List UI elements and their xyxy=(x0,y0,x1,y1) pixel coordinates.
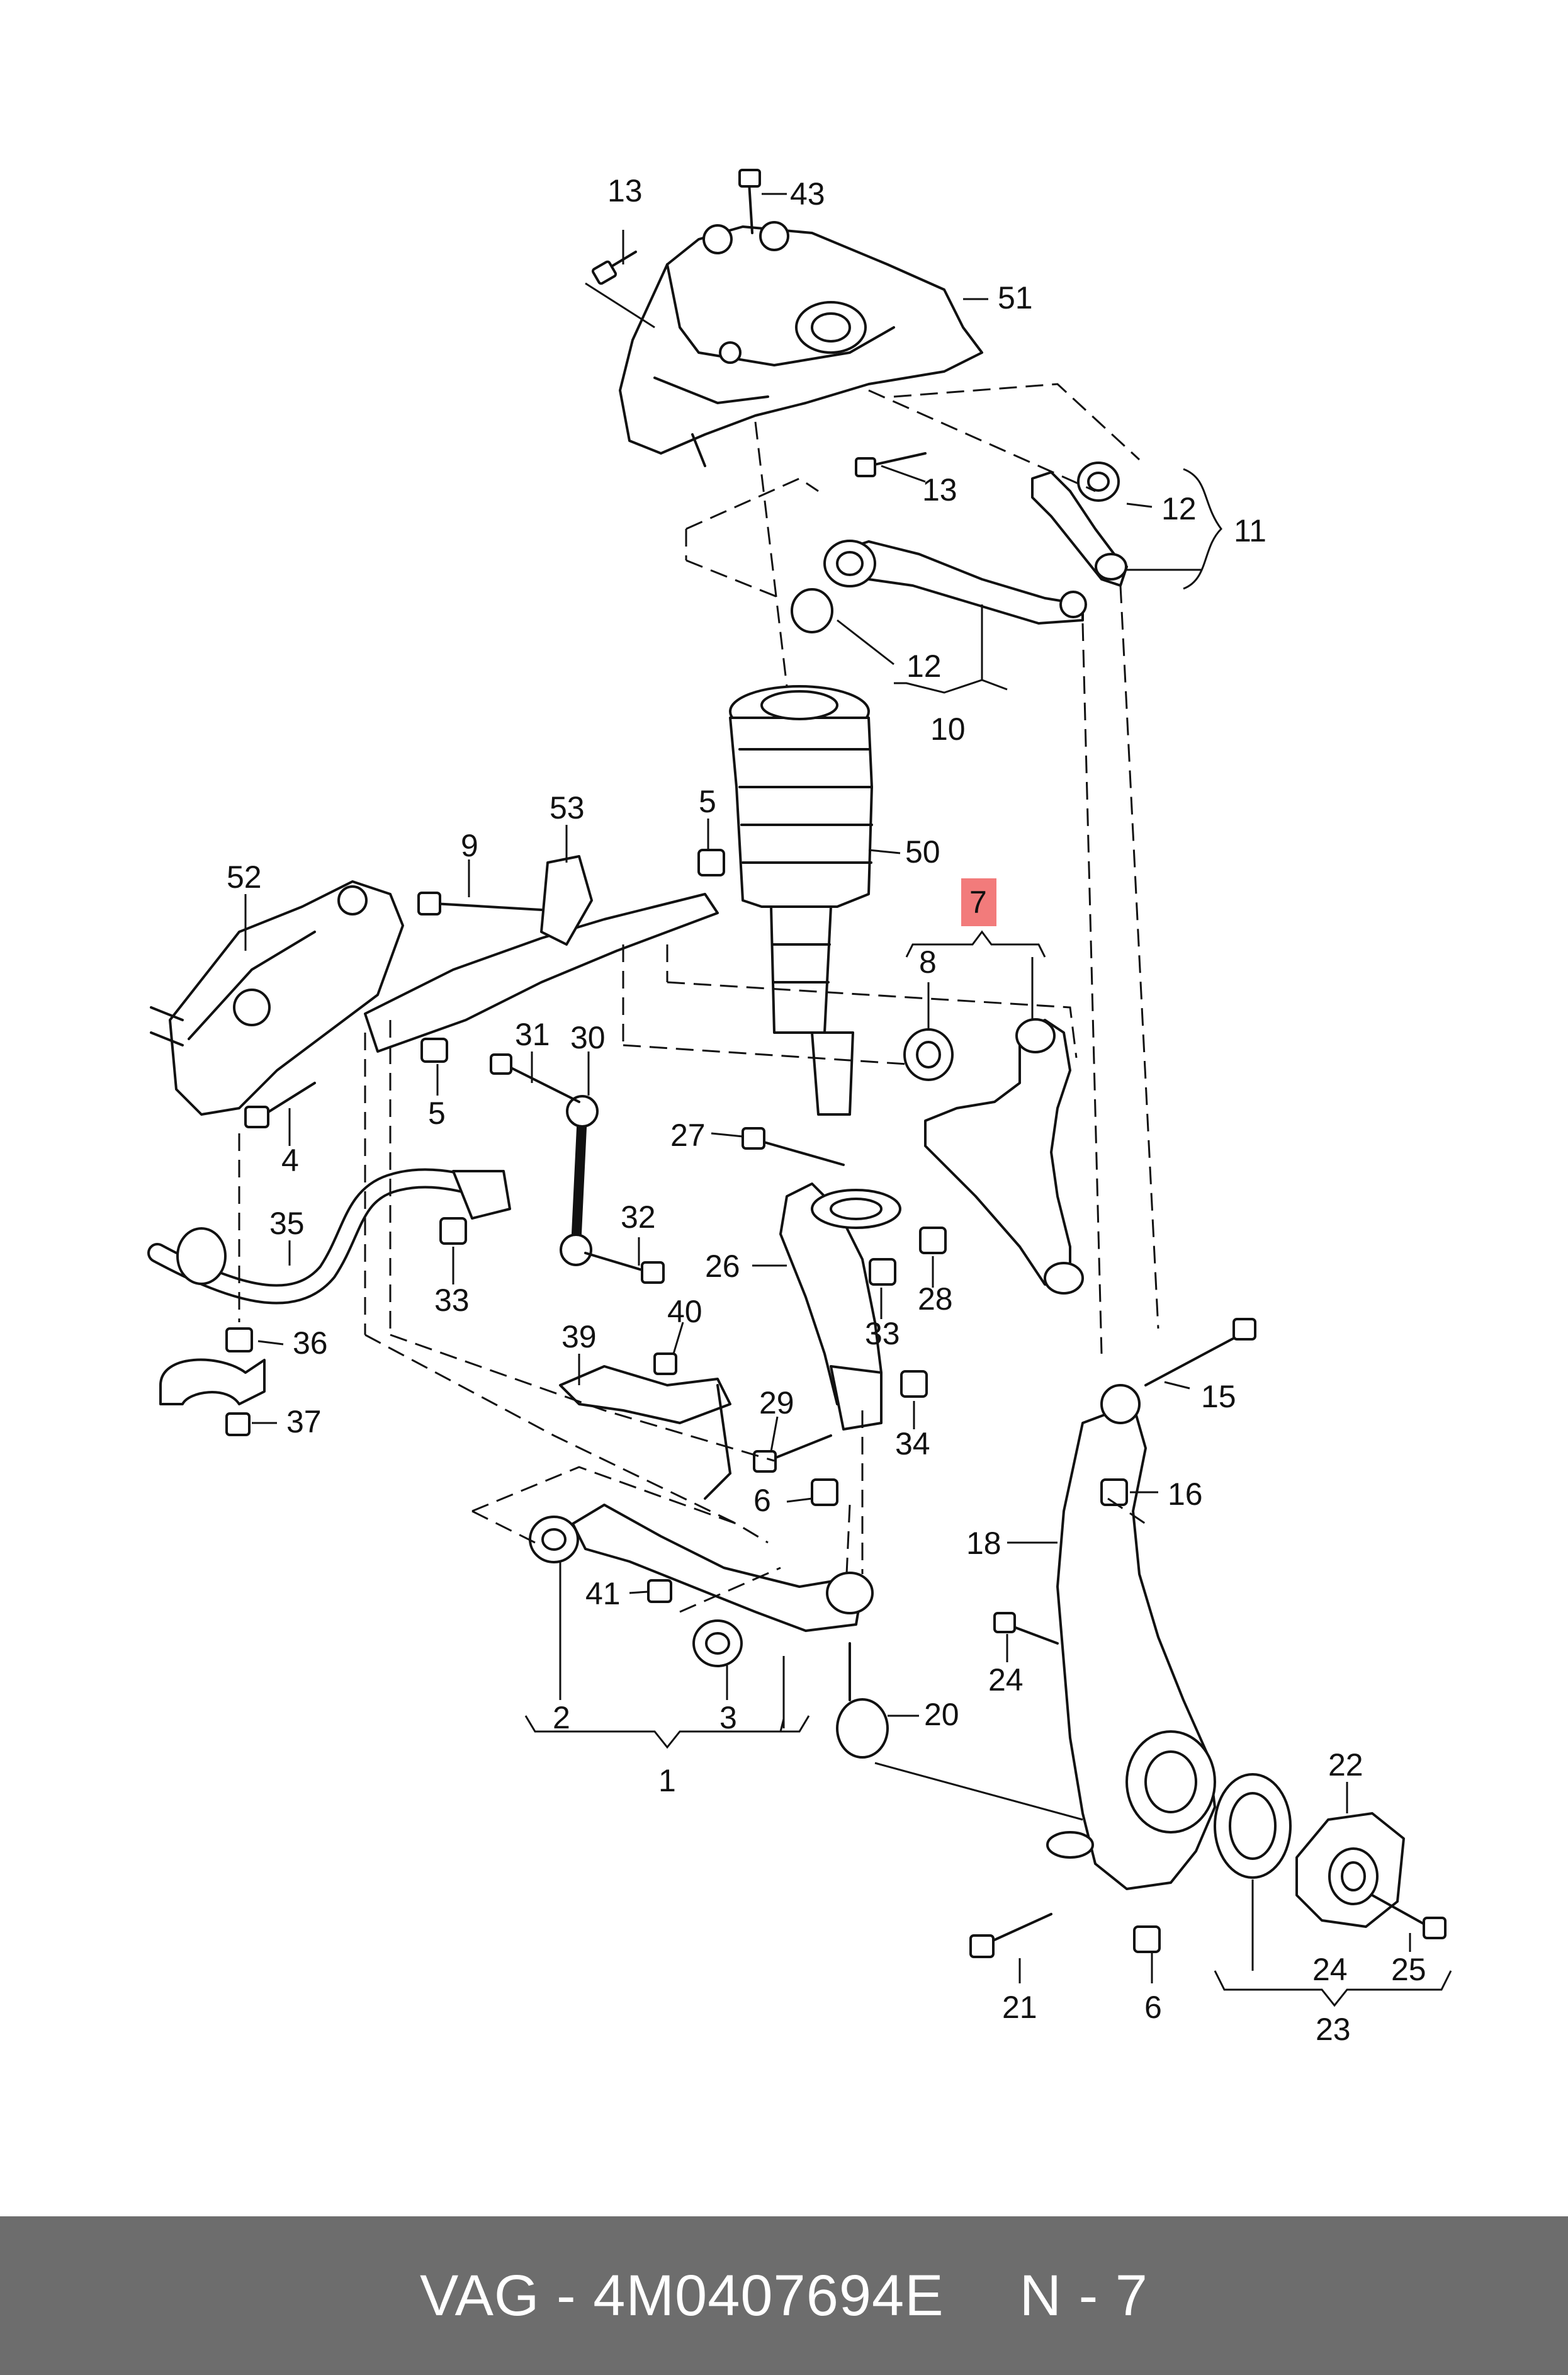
callout-label: 10 xyxy=(930,711,966,747)
callout-label: 6 xyxy=(1144,1990,1162,2025)
footer-bar: VAG - 4M0407694E N - 7 xyxy=(0,2216,1568,2375)
callout-label: 33 xyxy=(865,1316,900,1351)
callout-label: 40 xyxy=(667,1294,702,1329)
callout-label: 13 xyxy=(607,173,643,208)
callout-label: 24 xyxy=(988,1662,1024,1698)
callout-labels: 43 13 51 13 12 11 12 10 53 5 50 9 52 7 8… xyxy=(227,173,1426,2047)
level-sender-39 xyxy=(559,1365,731,1500)
bolt-9 xyxy=(417,892,543,915)
callout-label: 30 xyxy=(570,1020,606,1055)
air-strut-50 xyxy=(729,685,873,1116)
callout-label: 26 xyxy=(705,1249,740,1284)
nut-6-center xyxy=(811,1478,838,1506)
callout-label: 1 xyxy=(658,1763,676,1798)
highlight-badge-7 xyxy=(961,878,996,926)
callout-label: 11 xyxy=(1234,513,1266,548)
callout-label: 8 xyxy=(919,944,937,980)
fork-26 xyxy=(779,1182,901,1431)
strut-mount-51 xyxy=(619,221,983,467)
nut-6-bottom xyxy=(1133,1925,1161,1953)
callout-label: 36 xyxy=(293,1325,328,1361)
callout-label: 34 xyxy=(895,1426,930,1461)
callout-label: 21 xyxy=(1002,1990,1037,2025)
callout-label: 3 xyxy=(719,1700,737,1735)
callout-label: 23 xyxy=(1316,2012,1351,2047)
nut-5-mid xyxy=(420,1038,448,1063)
assembly-dashed-lines xyxy=(238,383,1159,1613)
leader-lines xyxy=(244,193,1452,2007)
callout-label: 51 xyxy=(998,280,1033,315)
callout-label: 20 xyxy=(924,1697,959,1732)
wheel-hub-22 xyxy=(1295,1812,1405,1928)
bolt-29 xyxy=(753,1434,832,1473)
callout-label: 4 xyxy=(281,1143,299,1178)
bolt-32 xyxy=(584,1252,665,1284)
callout-label: 12 xyxy=(906,649,942,684)
bolt-21 xyxy=(969,1913,1052,1958)
bolt-25 xyxy=(1371,1894,1447,1939)
lower-arm-7 xyxy=(903,1018,1084,1295)
callout-label: 28 xyxy=(918,1281,953,1317)
upper-arm-11 xyxy=(1031,462,1128,587)
callout-label: 39 xyxy=(561,1319,597,1354)
callout-label: 50 xyxy=(905,834,940,870)
stabilizer-bar-35 xyxy=(147,1168,511,1305)
callout-label: 16 xyxy=(1168,1477,1203,1512)
cross-member-53 xyxy=(364,855,719,1053)
callout-label: 29 xyxy=(759,1385,794,1420)
wheel-bearing-24 xyxy=(1214,1773,1292,1879)
callout-label: 43 xyxy=(790,176,825,212)
bolt-24-small xyxy=(993,1612,1059,1645)
nut-41 xyxy=(647,1579,672,1603)
callout-label: 22 xyxy=(1328,1747,1363,1783)
callout-label: 18 xyxy=(966,1526,1001,1561)
ball-joint-20 xyxy=(836,1642,889,1759)
coupling-rod-30 xyxy=(560,1095,599,1266)
nut-5-top xyxy=(697,849,725,876)
nut-33-center xyxy=(869,1258,896,1286)
bolt-40 xyxy=(653,1352,677,1375)
page-indicator: N - 7 xyxy=(1019,2263,1148,2328)
steering-knuckle-18 xyxy=(1046,1384,1216,1890)
bolt-37 xyxy=(225,1412,251,1436)
callout-label: 41 xyxy=(585,1576,621,1611)
callout-label: 2 xyxy=(553,1700,570,1735)
callout-label: 31 xyxy=(515,1017,550,1052)
callout-label: 9 xyxy=(461,828,478,863)
callout-label: 35 xyxy=(269,1206,305,1241)
upper-arm-10 xyxy=(791,540,1087,633)
nut-34 xyxy=(900,1370,928,1398)
lower-arm-1 xyxy=(529,1504,874,1667)
callout-label: 5 xyxy=(428,1096,446,1131)
callout-label: 12 xyxy=(1161,491,1197,526)
bolt-43 xyxy=(738,169,761,234)
callout-label: 13 xyxy=(922,472,957,507)
part-number: VAG - 4M0407694E xyxy=(420,2263,944,2328)
bolt-15 xyxy=(1144,1318,1256,1386)
nut-33-left xyxy=(439,1217,467,1245)
subframe-bracket-52 xyxy=(150,880,404,1116)
clamp-36 xyxy=(159,1327,266,1405)
bolt-13-mid xyxy=(855,452,927,477)
bolt-13-top xyxy=(591,251,637,285)
nut-16 xyxy=(1100,1478,1128,1506)
callout-label: 5 xyxy=(699,784,716,819)
nut-28 xyxy=(919,1227,947,1254)
callout-label: 15 xyxy=(1201,1379,1236,1414)
callout-label: 53 xyxy=(550,790,585,825)
callout-label: 24 xyxy=(1312,1952,1348,1987)
callout-label: 25 xyxy=(1391,1952,1426,1987)
callout-label: 52 xyxy=(227,859,262,895)
callout-label: 32 xyxy=(621,1199,656,1235)
bolt-27 xyxy=(742,1127,845,1166)
callout-label: 37 xyxy=(286,1404,322,1439)
callout-label: 7 xyxy=(969,885,987,920)
callout-label: 33 xyxy=(434,1283,470,1318)
bolt-31 xyxy=(490,1053,580,1103)
callout-label: 27 xyxy=(670,1118,706,1153)
bolt-4 xyxy=(244,1082,316,1128)
callout-label: 6 xyxy=(753,1483,771,1518)
parts-diagram: 43 13 51 13 12 11 12 10 53 5 50 9 52 7 8… xyxy=(147,169,1452,2047)
